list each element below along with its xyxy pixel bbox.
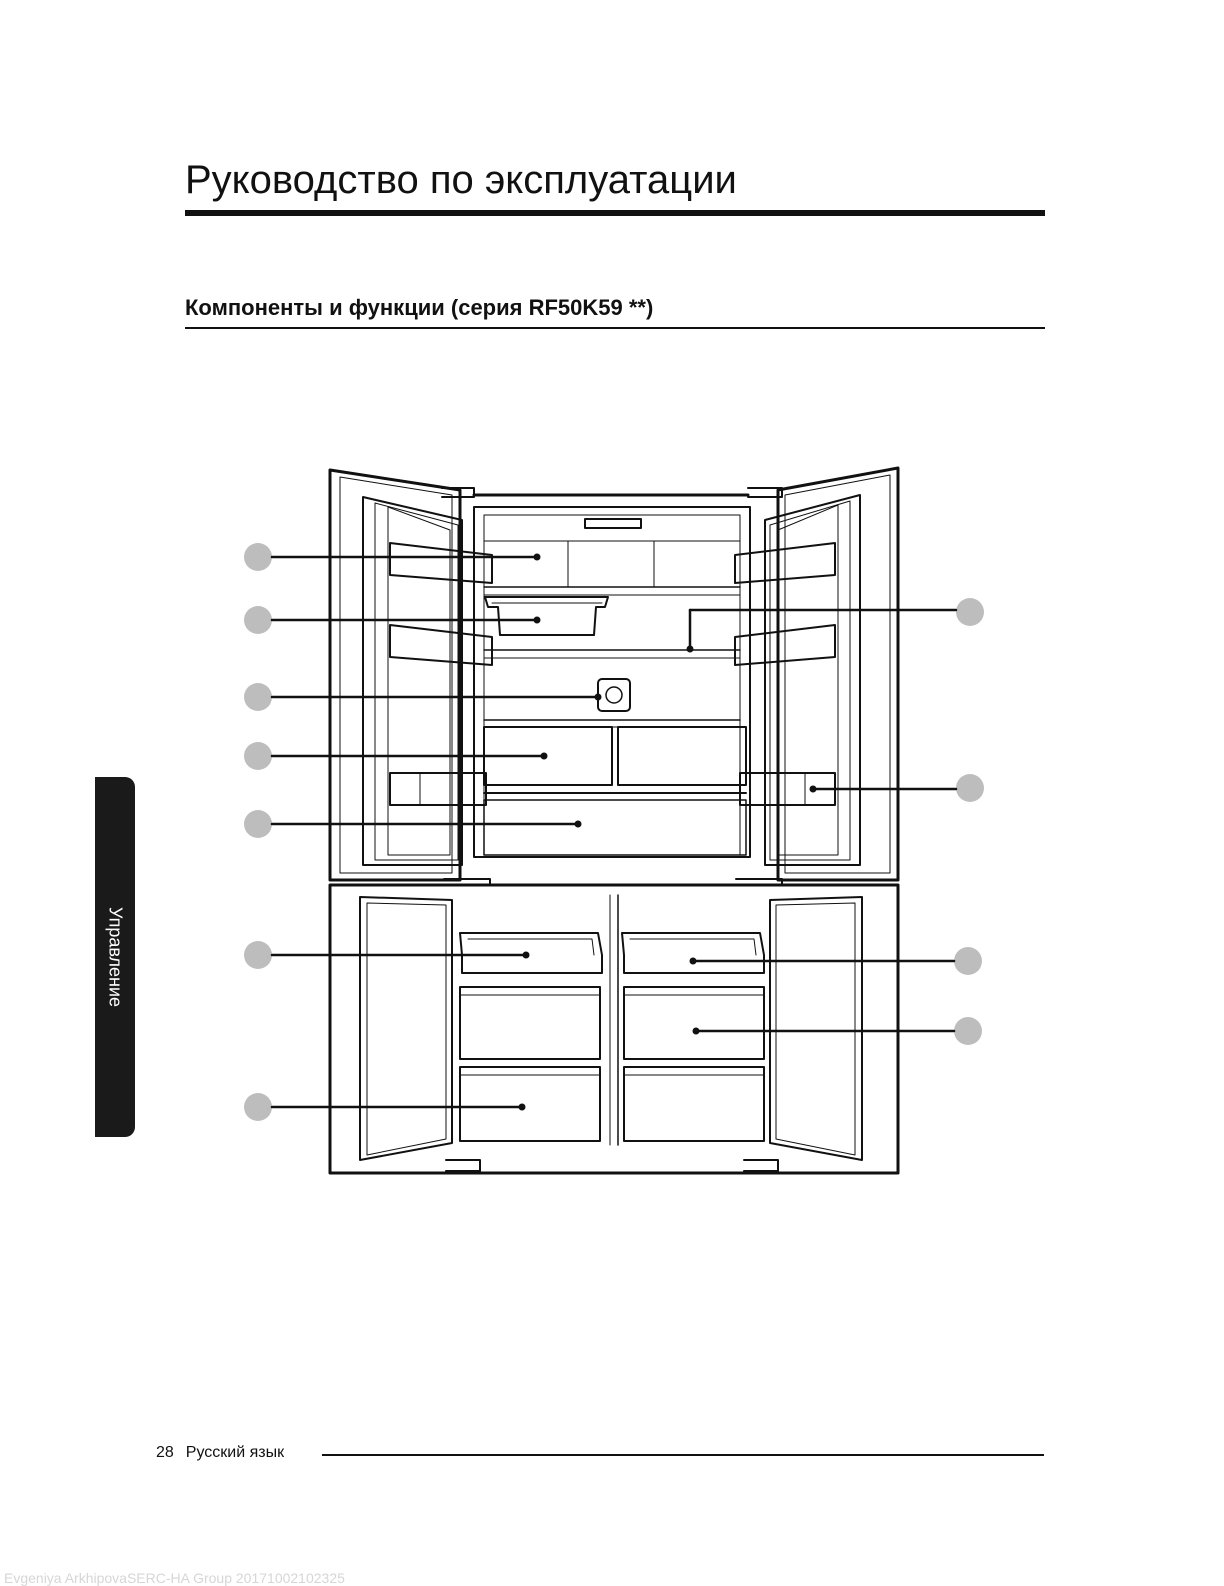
page-title: Руководство по эксплуатации	[185, 158, 737, 202]
footer-language: Русский язык	[185, 1444, 285, 1461]
page-footer: 28 Русский язык	[156, 1442, 296, 1464]
footer-rule	[322, 1454, 1044, 1456]
callout-marker	[244, 742, 272, 770]
section-title: Компоненты и функции (серия RF50K59 **)	[185, 295, 654, 320]
fridge-compartment	[328, 466, 900, 886]
chapter-tab: Управление	[95, 777, 135, 1137]
page-number: 28	[156, 1444, 174, 1461]
callout-marker	[244, 1093, 272, 1121]
callout-marker	[954, 947, 982, 975]
section-rule	[185, 327, 1045, 329]
chapter-tab-label: Управление	[105, 906, 126, 1008]
callout-marker	[244, 941, 272, 969]
callouts	[244, 543, 984, 1121]
callout-marker	[244, 543, 272, 571]
freezer-compartment	[328, 883, 900, 1175]
refrigerator-diagram	[244, 466, 984, 1175]
callout-marker	[244, 606, 272, 634]
watermark: Evgeniya ArkhipovaSERC-HA Group 20171002…	[4, 1570, 345, 1586]
callout-marker	[954, 1017, 982, 1045]
callout-marker	[956, 774, 984, 802]
title-rule	[185, 210, 1045, 216]
callout-marker	[956, 598, 984, 626]
callout-marker	[244, 683, 272, 711]
callout-marker	[244, 810, 272, 838]
